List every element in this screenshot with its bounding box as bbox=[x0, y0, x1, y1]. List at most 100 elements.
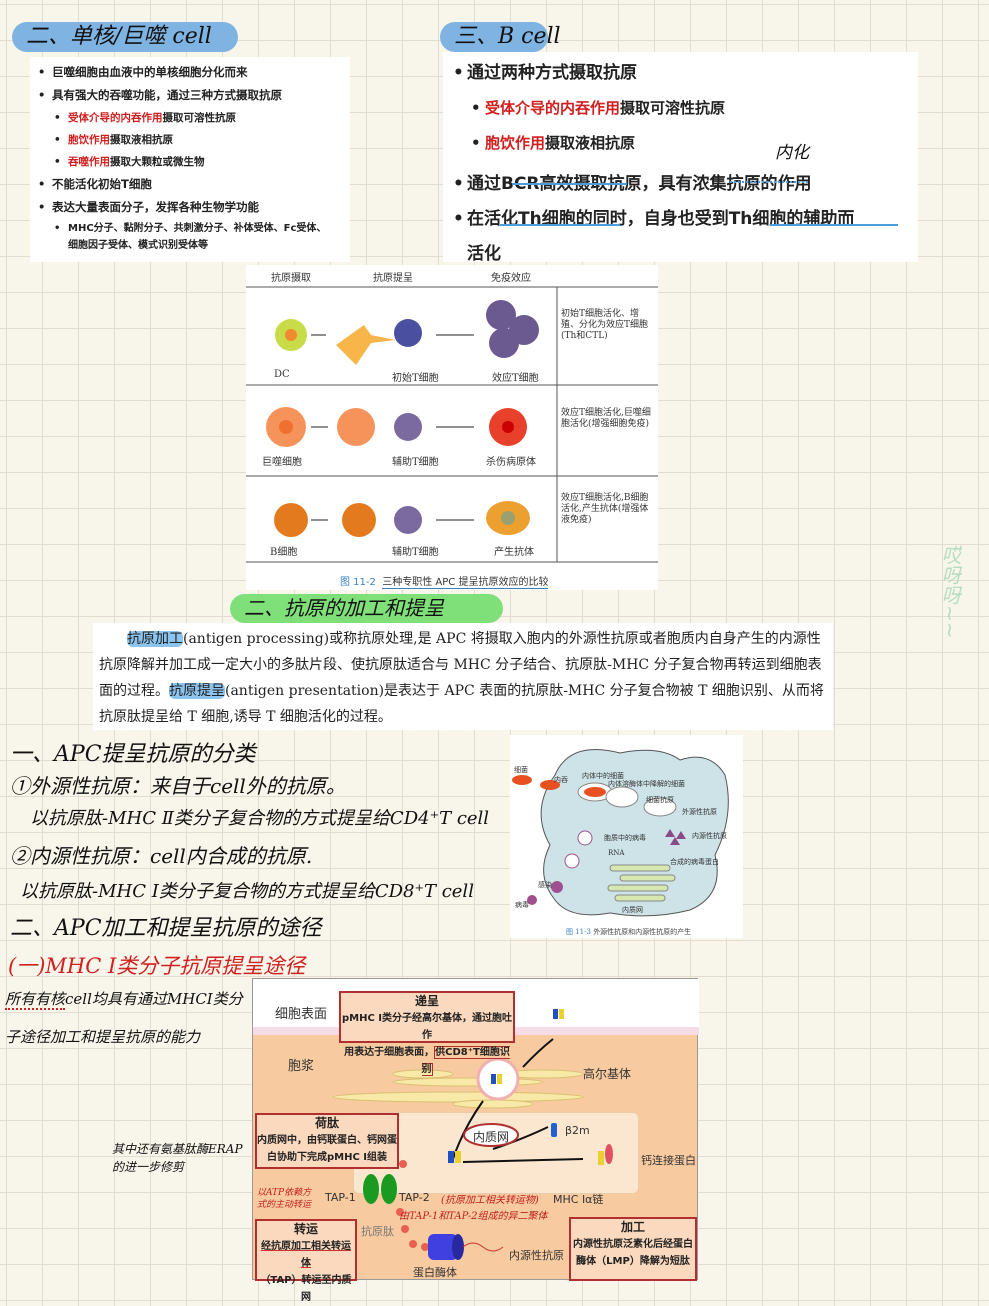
text: (antigen presentation)是表达于 APC 表面的抗原肽-MH… bbox=[99, 683, 824, 725]
cell-label: 辅助T细胞 bbox=[392, 547, 439, 558]
box-processing: 加工 内源性抗原泛素化后经蛋白 酶体（LMP）降解为短肽 bbox=[569, 1217, 697, 1281]
row-description: 初始T细胞活化、增殖、分化为效应T细胞(Th和CTL) bbox=[561, 309, 649, 341]
bcell-notes: 通过两种方式摄取抗原 受体介导的内吞作用摄取可溶性抗原 胞饮作用摄取液相抗原 通… bbox=[443, 52, 918, 264]
boxed-text: 供CD8⁺T细胞识别 bbox=[421, 1046, 510, 1076]
list-item: 通过两种方式摄取抗原 bbox=[451, 56, 910, 91]
text: 摄取大颗粒或微生物 bbox=[110, 156, 205, 168]
label: 内源性抗原 bbox=[692, 832, 727, 840]
list-item: 受体介导的内吞作用摄取可溶性抗原 bbox=[52, 107, 344, 129]
label: 合成的病毒蛋白 bbox=[670, 858, 719, 866]
label: 病毒 bbox=[515, 901, 529, 909]
underline bbox=[500, 224, 620, 226]
row-description: 效应T细胞活化,巨噬细胞活化(增强细胞免疫) bbox=[561, 408, 651, 429]
side-note: 的进一步修剪 bbox=[112, 1160, 185, 1174]
label: 内体溶酶体中降解的细菌 bbox=[608, 780, 685, 788]
text: cell均具有通过MHCⅠ类分 bbox=[65, 990, 243, 1008]
note-line: 所有有核cell均具有通过MHCⅠ类分 bbox=[5, 988, 243, 1010]
box-title: 荷肽 bbox=[314, 1116, 339, 1130]
macrophage-notes: 巨噬细胞由血液中的单核细胞分化而来 具有强大的吞噬功能，通过三种方式摄取抗原 受… bbox=[30, 57, 350, 262]
label: 外源性抗原 bbox=[682, 808, 717, 816]
label-cytoplasm: 胞浆 bbox=[288, 1059, 315, 1074]
label-endogenous-antigen: 内源性抗原 bbox=[509, 1249, 564, 1262]
handwritten-annotation: (抗原加工相关转运物) bbox=[441, 1195, 539, 1206]
cell-label: 辅助T细胞 bbox=[392, 457, 439, 468]
label-tap2: TAP-2 bbox=[399, 1191, 430, 1204]
list-item: 表达大量表面分子，发挥各种生物学功能 bbox=[36, 196, 344, 219]
box-text: pMHC I类分子经高尔基体，通过胞吐作 bbox=[341, 1013, 513, 1041]
red-term: 吞噬作用 bbox=[68, 156, 110, 168]
highlight-term: 抗原提呈 bbox=[169, 683, 225, 699]
wavy-underlined-text: 所有有核 bbox=[5, 990, 66, 1010]
list-item-cont: 活化 bbox=[467, 244, 501, 264]
note-line: ①外源性抗原：来自于cell外的抗原。 bbox=[10, 774, 346, 798]
list-item-cont: 细胞因子受体、模式识别受体等 bbox=[68, 240, 208, 251]
cell-label: 产生抗体 bbox=[494, 547, 534, 558]
cell-illustrations bbox=[246, 286, 658, 563]
cell-diagram bbox=[512, 749, 729, 917]
cell-label: 巨噬细胞 bbox=[262, 457, 302, 468]
note-heading: 二、APC加工和提呈抗原的途径 bbox=[10, 916, 322, 941]
label: 内质网 bbox=[622, 906, 643, 914]
list-item: 受体介导的内吞作用摄取可溶性抗原 bbox=[469, 91, 910, 126]
red-term: 胞饮作用 bbox=[68, 134, 110, 146]
text: 摄取可溶性抗原 bbox=[162, 112, 237, 124]
list-item: 不能活化初始T细胞 bbox=[36, 173, 344, 196]
box-loading: 荷肽 内质网中，由钙联蛋白、钙网蛋 白协助下完成pMHC I组装 bbox=[255, 1113, 399, 1169]
column-header: 抗原摄取 bbox=[271, 273, 311, 284]
label-proteasome: 蛋白酶体 bbox=[413, 1266, 457, 1279]
note-subheading: (一)MHC Ⅰ类分子抗原提呈途径 bbox=[8, 954, 306, 978]
label-peptide: 抗原肽 bbox=[361, 1225, 394, 1238]
list-item: 胞饮作用摄取液相抗原 bbox=[469, 126, 910, 161]
list-item: 胞饮作用摄取液相抗原 bbox=[52, 129, 344, 151]
text: 摄取液相抗原 bbox=[545, 134, 636, 152]
list-item: MHC分子、黏附分子、共刺激分子、补体受体、Fc受体、 bbox=[52, 219, 344, 238]
box-title: 递呈 bbox=[414, 994, 439, 1008]
column-header: 免疫效应 bbox=[491, 273, 531, 284]
cell-label: B细胞 bbox=[270, 547, 298, 558]
label-er: 内质网 bbox=[473, 1130, 510, 1144]
box-text: 内源性抗原泛素化后经蛋白 bbox=[573, 1239, 693, 1250]
figure-number: 图 11-2 bbox=[340, 577, 376, 588]
row-description: 效应T细胞活化,B细胞活化,产生抗体(增强体液免疫) bbox=[561, 493, 649, 525]
box-transport: 转运 经抗原加工相关转运体 （TAP）转运至内质网 bbox=[255, 1219, 357, 1303]
label: 细菌 bbox=[514, 766, 528, 774]
list-item: 具有强大的吞噬功能，通过三种方式摄取抗原 bbox=[36, 84, 344, 107]
underline bbox=[770, 224, 898, 226]
label: RNA bbox=[608, 849, 625, 857]
label-cell-surface: 细胞表面 bbox=[275, 1007, 328, 1022]
label: 内体中的细菌 bbox=[582, 772, 624, 780]
red-term: 受体介导的内吞作用 bbox=[68, 112, 163, 124]
box-text: 白协助下完成pMHC I组装 bbox=[266, 1152, 388, 1163]
text: (antigen processing)或称抗原处理,是 APC 将摄取入胞内的… bbox=[99, 631, 822, 699]
mhc1-pathway-diagram: 细胞表面 胞浆 高尔基体 内质网 β2m 钙连接蛋白 MHC Iα链 TAP-1… bbox=[252, 978, 699, 1303]
column-header: 抗原提呈 bbox=[373, 273, 413, 284]
section-title-processing: 二、抗原的加工和提呈 bbox=[230, 594, 503, 623]
label-tap1: TAP-1 bbox=[325, 1191, 356, 1204]
label-b2m: β2m bbox=[565, 1124, 590, 1137]
handwritten-annotation: 以ATP依赖方 bbox=[257, 1188, 312, 1198]
label-golgi: 高尔基体 bbox=[583, 1067, 632, 1081]
cell-label: 初始T细胞 bbox=[392, 373, 439, 384]
caption-text: 三种专职性 APC 提呈抗原效应的比较 bbox=[382, 577, 549, 589]
label: 胞质中的病毒 bbox=[604, 834, 646, 842]
list-item: 巨噬细胞由血液中的单核细胞分化而来 bbox=[36, 61, 344, 84]
box-text: 内质网中，由钙联蛋白、钙网蛋 bbox=[257, 1135, 397, 1146]
row-bcell bbox=[274, 501, 530, 537]
figure-number: 图 11-3 bbox=[566, 928, 591, 936]
box-title: 加工 bbox=[620, 1220, 645, 1234]
box-text: 经抗原加工相关转运体 bbox=[261, 1241, 351, 1269]
highlight-term: 抗原加工 bbox=[127, 631, 183, 647]
handwritten-note: 内化 bbox=[775, 143, 809, 163]
note-line: 以抗原肽-MHC Ⅱ类分子复合物的方式提呈给CD4⁺T cell bbox=[30, 808, 490, 829]
row-macrophage bbox=[266, 407, 527, 447]
label: 感染 bbox=[538, 881, 552, 889]
figure-antigen-sources: 细菌 内吞 内体中的细菌 内体溶酶体中降解的细菌 细菌抗原 外源性抗原 内源性抗… bbox=[510, 735, 743, 938]
handwritten-annotation: 由TAP-1和TAP-2组成的异二聚体 bbox=[399, 1211, 548, 1222]
red-term: 胞饮作用 bbox=[485, 134, 546, 152]
label: 细菌抗原 bbox=[646, 796, 674, 804]
box-text: 用表达于细胞表面， bbox=[344, 1047, 435, 1058]
figure-apc-comparison: 抗原摄取 抗原提呈 免疫效应 DC 初始T细胞 效应T细胞 初始T细胞活化、增殖… bbox=[246, 265, 658, 590]
figure-caption: 图 11-3 外源性抗原和内源性抗原的产生 bbox=[566, 927, 691, 937]
watermark: 哎呀呀~~ bbox=[938, 545, 962, 639]
note-line: 以抗原肽-MHC Ⅰ类分子复合物的方式提呈给CD8⁺T cell bbox=[20, 881, 474, 902]
